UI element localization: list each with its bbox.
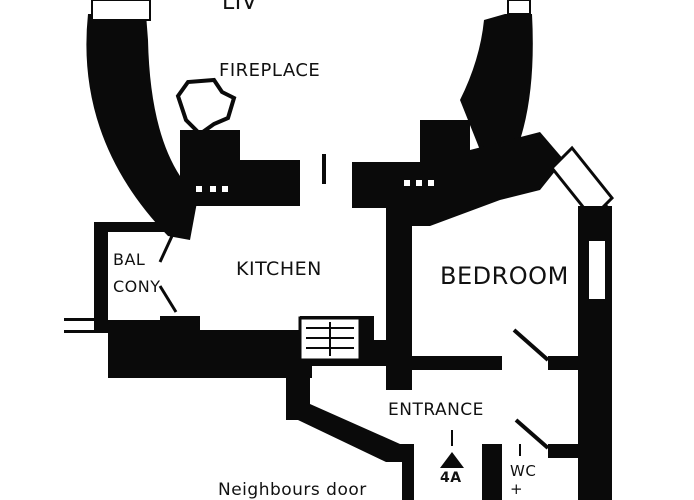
wc-label-line1: WC xyxy=(510,462,537,480)
chimney-vent xyxy=(428,180,434,186)
balcony-label-line2: CONY xyxy=(113,277,161,296)
living-room-window-right xyxy=(507,0,531,15)
balcony-door-swing xyxy=(158,235,174,263)
entrance-arrow xyxy=(440,452,464,468)
chimney-vent xyxy=(416,180,422,186)
chimney-vent xyxy=(210,186,216,192)
wc-label-line2: + xyxy=(510,480,524,498)
fireplace-label: FIREPLACE xyxy=(219,60,321,81)
flat-number-label: 4A xyxy=(440,470,462,486)
wc-label: WC + xyxy=(510,462,536,498)
left-corridor-line xyxy=(64,318,108,321)
living-room-curved-wall-left xyxy=(86,14,200,240)
bedroom-right-window xyxy=(587,239,607,301)
chimney-block-left xyxy=(180,130,300,206)
wc-wall xyxy=(548,444,580,458)
left-corridor-line xyxy=(64,330,108,333)
fireplace-outline xyxy=(175,77,237,137)
balcony-door-swing xyxy=(158,285,178,313)
entrance-label: ENTRANCE xyxy=(388,400,484,420)
neighbours-door-label: Neighbours door xyxy=(218,480,367,500)
wc-wall xyxy=(482,444,502,500)
corridor-wall xyxy=(286,374,414,500)
partition-stub xyxy=(322,154,326,184)
chimney-vent xyxy=(196,186,202,192)
chimney-vent xyxy=(222,186,228,192)
bedroom-door-swing xyxy=(512,328,550,362)
living-room-curved-wall-right xyxy=(460,14,533,150)
chimney-vent xyxy=(404,180,410,186)
wc-door-swing xyxy=(514,418,550,450)
kitchen-bedroom-wall xyxy=(386,200,412,390)
bedroom-label: BEDROOM xyxy=(440,262,569,290)
kitchen-label: KITCHEN xyxy=(236,258,322,280)
hall-wall xyxy=(548,356,580,370)
chimney-block-right xyxy=(352,120,564,226)
balcony-label-line1: BAL xyxy=(113,250,146,269)
living-room-window-left xyxy=(91,0,151,21)
hall-wall xyxy=(412,356,502,370)
living-room-label-partial: LIV xyxy=(222,0,258,15)
kitchen-counter xyxy=(160,316,200,330)
balcony-label: BAL CONY xyxy=(113,246,161,300)
bedroom-angled-window xyxy=(549,145,615,221)
